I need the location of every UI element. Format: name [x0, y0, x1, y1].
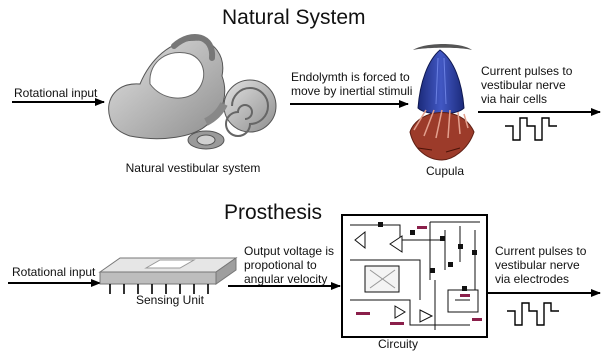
prosthesis-pulse-waveform [507, 303, 559, 325]
cupula-illustration [410, 44, 474, 160]
circuit-schematic [342, 215, 487, 337]
natural-pulse-waveform [505, 118, 557, 140]
sensing-unit-illustration [100, 258, 236, 294]
vestibular-organ-illustration [109, 37, 276, 149]
